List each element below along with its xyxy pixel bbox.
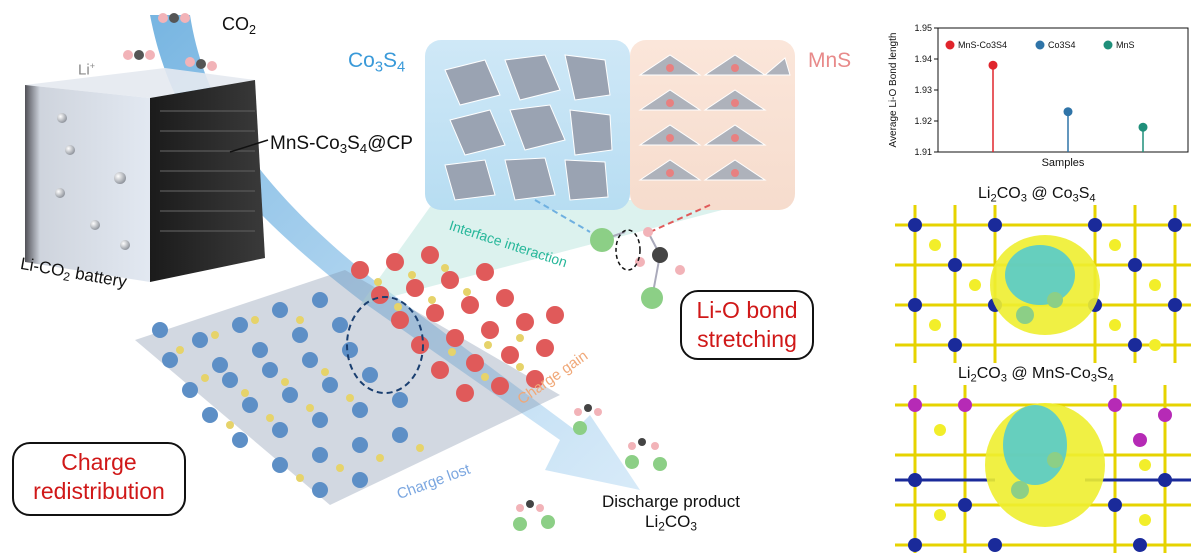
bond-line-2: stretching [697,325,797,352]
bond-line-1: Li-O bond [696,297,798,323]
y-tick-label: 1.91 [914,147,932,157]
dft2-title: Li2CO3 @ MnS-Co3S4 [958,365,1114,385]
li-ion-label: Li+ [78,61,95,79]
co3s4-polyhedra [444,54,613,201]
y-axis-label: Average Li-O Bond length [888,33,899,148]
y-tick-label: 1.93 [914,85,932,95]
interface-fan [360,200,760,305]
dft-co3s4-image [895,205,1191,363]
co2-molecules [123,13,217,71]
dft-mns-co3s4-image [895,385,1191,553]
charge-line-2: redistribution [33,477,165,504]
battery-cell [25,68,269,282]
charge-redistribution-box: Charge redistribution [12,442,186,516]
point-2 [1063,107,1073,117]
x-axis-label: Samples [1042,157,1085,169]
main-illustration [25,13,795,531]
legend-marker-1 [945,40,955,50]
mns-title: MnS [808,49,852,72]
charge-line-1: Charge [61,449,137,475]
legend-label-2: Co3S4 [1048,40,1076,50]
legend-marker-2 [1035,40,1045,50]
y-tick-label: 1.95 [914,23,932,33]
bond-stretching-box: Li-O bond stretching [680,290,814,360]
y-tick-label: 1.92 [914,116,932,126]
co2-label: CO2 [222,14,257,37]
co3s4-title: Co3S4 [348,49,406,76]
li2co3-cluster [590,227,685,309]
point-3 [1138,122,1148,132]
point-1 [988,60,998,70]
product-molecules [513,404,667,531]
dft1-title: Li2CO3 @ Co3S4 [978,185,1096,205]
product-label: Discharge product Li2CO3 [602,492,740,534]
legend-label-1: MnS-Co3S4 [958,40,1007,50]
heterostructure-lattice [135,246,564,505]
electrode-label: MnS-Co3S4@CP [270,133,413,156]
legend-label-3: MnS [1116,40,1135,50]
y-tick-label: 1.94 [914,54,932,64]
legend-marker-3 [1103,40,1113,50]
mns-atoms [666,64,739,177]
